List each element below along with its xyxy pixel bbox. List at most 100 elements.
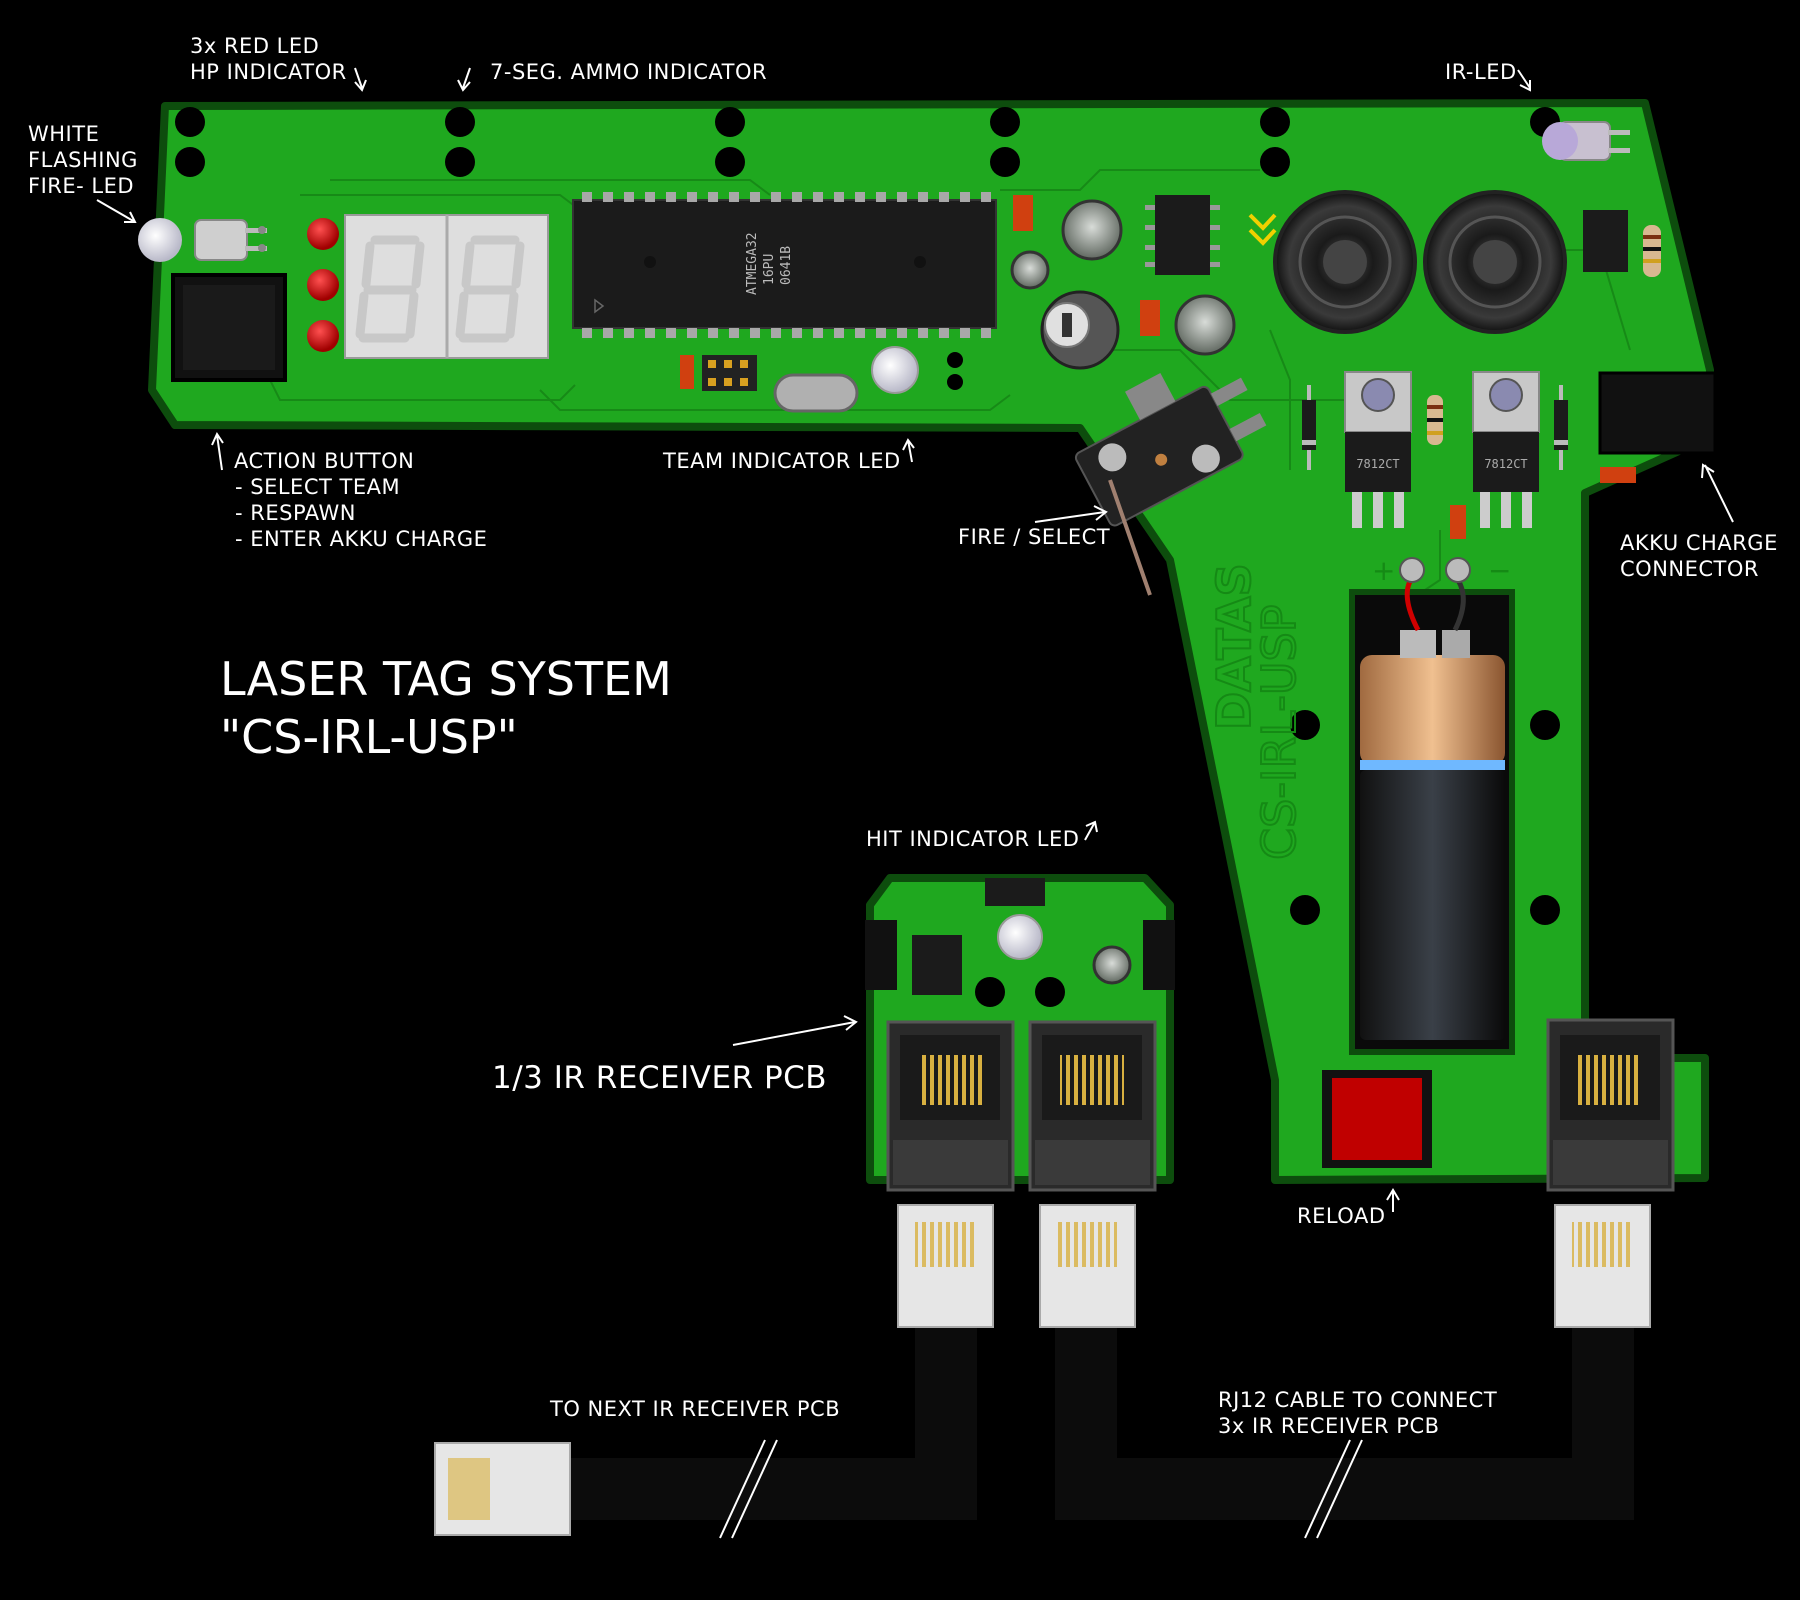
mcu-pin bbox=[813, 192, 823, 202]
label-hit-led: HIT INDICATOR LED bbox=[866, 827, 1080, 851]
label-akku-connector-1: AKKU CHARGE bbox=[1620, 531, 1778, 555]
ir-receiver-ic bbox=[912, 935, 962, 995]
rj12-plug-1 bbox=[897, 1204, 994, 1328]
mcu-pin bbox=[876, 328, 886, 338]
mcu-pin bbox=[750, 328, 760, 338]
crystal bbox=[773, 373, 859, 413]
label-ir-receiver: 1/3 IR RECEIVER PCB bbox=[492, 1060, 828, 1096]
rj12-cables bbox=[570, 1320, 1634, 1520]
battery-holder: + − bbox=[1349, 554, 1515, 1055]
seven-segment-display bbox=[344, 214, 549, 359]
mcu-pin bbox=[855, 192, 865, 202]
mcu-pin bbox=[771, 328, 781, 338]
label-reload: RELOAD bbox=[1297, 1204, 1386, 1228]
speaker-1 bbox=[1273, 190, 1417, 334]
mcu-pin bbox=[708, 192, 718, 202]
mcu-chip: ATMEGA32 16PU 0641B bbox=[572, 192, 997, 338]
label-ammo-indicator: 7-SEG. AMMO INDICATOR bbox=[490, 60, 768, 84]
hp-leds bbox=[307, 218, 339, 352]
mcu-pin bbox=[729, 192, 739, 202]
minus-mark: − bbox=[1488, 554, 1511, 587]
resistor-2 bbox=[1427, 395, 1443, 445]
mcu-pin bbox=[918, 192, 928, 202]
title-line-1: LASER TAG SYSTEM bbox=[220, 652, 672, 706]
resistor bbox=[1643, 225, 1661, 277]
label-action-button: ACTION BUTTON bbox=[234, 449, 415, 473]
rj12-plug-4 bbox=[434, 1442, 571, 1536]
label-white-led-3: FIRE- LED bbox=[28, 174, 135, 198]
small-cap bbox=[1010, 250, 1050, 290]
rj12-socket-main bbox=[1546, 1018, 1675, 1192]
speaker-2 bbox=[1423, 190, 1567, 334]
rj12-plug-3 bbox=[1554, 1204, 1651, 1328]
fire-select-switch bbox=[1074, 372, 1267, 527]
smd-resistor bbox=[680, 355, 694, 389]
ir-small-cap bbox=[1092, 945, 1132, 985]
mcu-pin bbox=[603, 328, 613, 338]
mcu-pin bbox=[708, 328, 718, 338]
label-rj12-1: RJ12 CABLE TO CONNECT bbox=[1218, 1388, 1498, 1412]
ir-side-clip-right bbox=[1143, 920, 1175, 990]
mcu-pin bbox=[813, 328, 823, 338]
mcu-pin bbox=[981, 328, 991, 338]
mcu-pin bbox=[603, 192, 613, 202]
smd-ic bbox=[1145, 195, 1220, 275]
reload-button bbox=[1322, 1070, 1432, 1168]
ir-led bbox=[1542, 121, 1630, 161]
mcu-marking-2: 16PU bbox=[762, 254, 777, 285]
label-action-select-team: - SELECT TEAM bbox=[235, 475, 401, 499]
mcu-pin bbox=[666, 328, 676, 338]
mcu-pin bbox=[687, 328, 697, 338]
mcu-pin bbox=[939, 192, 949, 202]
mounting-holes bbox=[175, 107, 1560, 925]
label-red-led-2: HP INDICATOR bbox=[190, 60, 347, 84]
voltage-regulator-2: 7812CT bbox=[1472, 371, 1540, 528]
label-fire-select: FIRE / SELECT bbox=[958, 525, 1111, 549]
team-led bbox=[871, 346, 919, 394]
diode-1 bbox=[1302, 385, 1316, 470]
mcu-pin bbox=[981, 192, 991, 202]
mcu-pin bbox=[792, 192, 802, 202]
mcu-pin bbox=[729, 328, 739, 338]
akku-charge-connector bbox=[1598, 371, 1717, 455]
label-action-respawn: - RESPAWN bbox=[235, 501, 356, 525]
voltage-regulator-1: 7812CT bbox=[1344, 371, 1412, 528]
mcu-pin bbox=[582, 192, 592, 202]
mcu-pin bbox=[750, 192, 760, 202]
hit-indicator-led bbox=[997, 914, 1043, 960]
mcu-pin bbox=[960, 328, 970, 338]
hit-led-smd bbox=[985, 878, 1045, 906]
label-white-led-2: FLASHING bbox=[28, 148, 138, 172]
label-action-akku: - ENTER AKKU CHARGE bbox=[235, 527, 488, 551]
smd-ic-2 bbox=[1583, 210, 1628, 272]
label-white-led-1: WHITE bbox=[28, 122, 100, 146]
jumper-header bbox=[702, 355, 757, 391]
electrolytic-cap-1 bbox=[1061, 199, 1123, 261]
smd-cap-3 bbox=[1450, 505, 1466, 539]
label-ir-led: IR-LED bbox=[1445, 60, 1517, 84]
title-line-2: "CS-IRL-USP" bbox=[220, 710, 518, 764]
mcu-pin bbox=[897, 192, 907, 202]
label-next-receiver: TO NEXT IR RECEIVER PCB bbox=[550, 1397, 841, 1421]
regulator-2-marking: 7812CT bbox=[1484, 457, 1527, 471]
mcu-pin bbox=[624, 328, 634, 338]
smd-cap bbox=[1013, 195, 1033, 231]
mcu-pin bbox=[876, 192, 886, 202]
label-red-led-1: 3x RED LED bbox=[190, 34, 320, 58]
diode-2 bbox=[1554, 385, 1568, 470]
white-fire-led bbox=[138, 218, 267, 262]
smd-cap-4 bbox=[1600, 467, 1636, 483]
mcu-pin bbox=[918, 328, 928, 338]
regulator-1-marking: 7812CT bbox=[1356, 457, 1399, 471]
smd-cap-2 bbox=[1140, 300, 1160, 336]
mcu-pin bbox=[834, 328, 844, 338]
mcu-pin bbox=[687, 192, 697, 202]
rj12-socket-2 bbox=[1028, 1020, 1157, 1192]
mcu-pin bbox=[666, 192, 676, 202]
plus-mark: + bbox=[1372, 554, 1395, 587]
annotation-arrows bbox=[96, 67, 1734, 1212]
mcu-pin bbox=[624, 192, 634, 202]
silkscreen-model: CS-IRL-USP bbox=[1252, 605, 1306, 860]
